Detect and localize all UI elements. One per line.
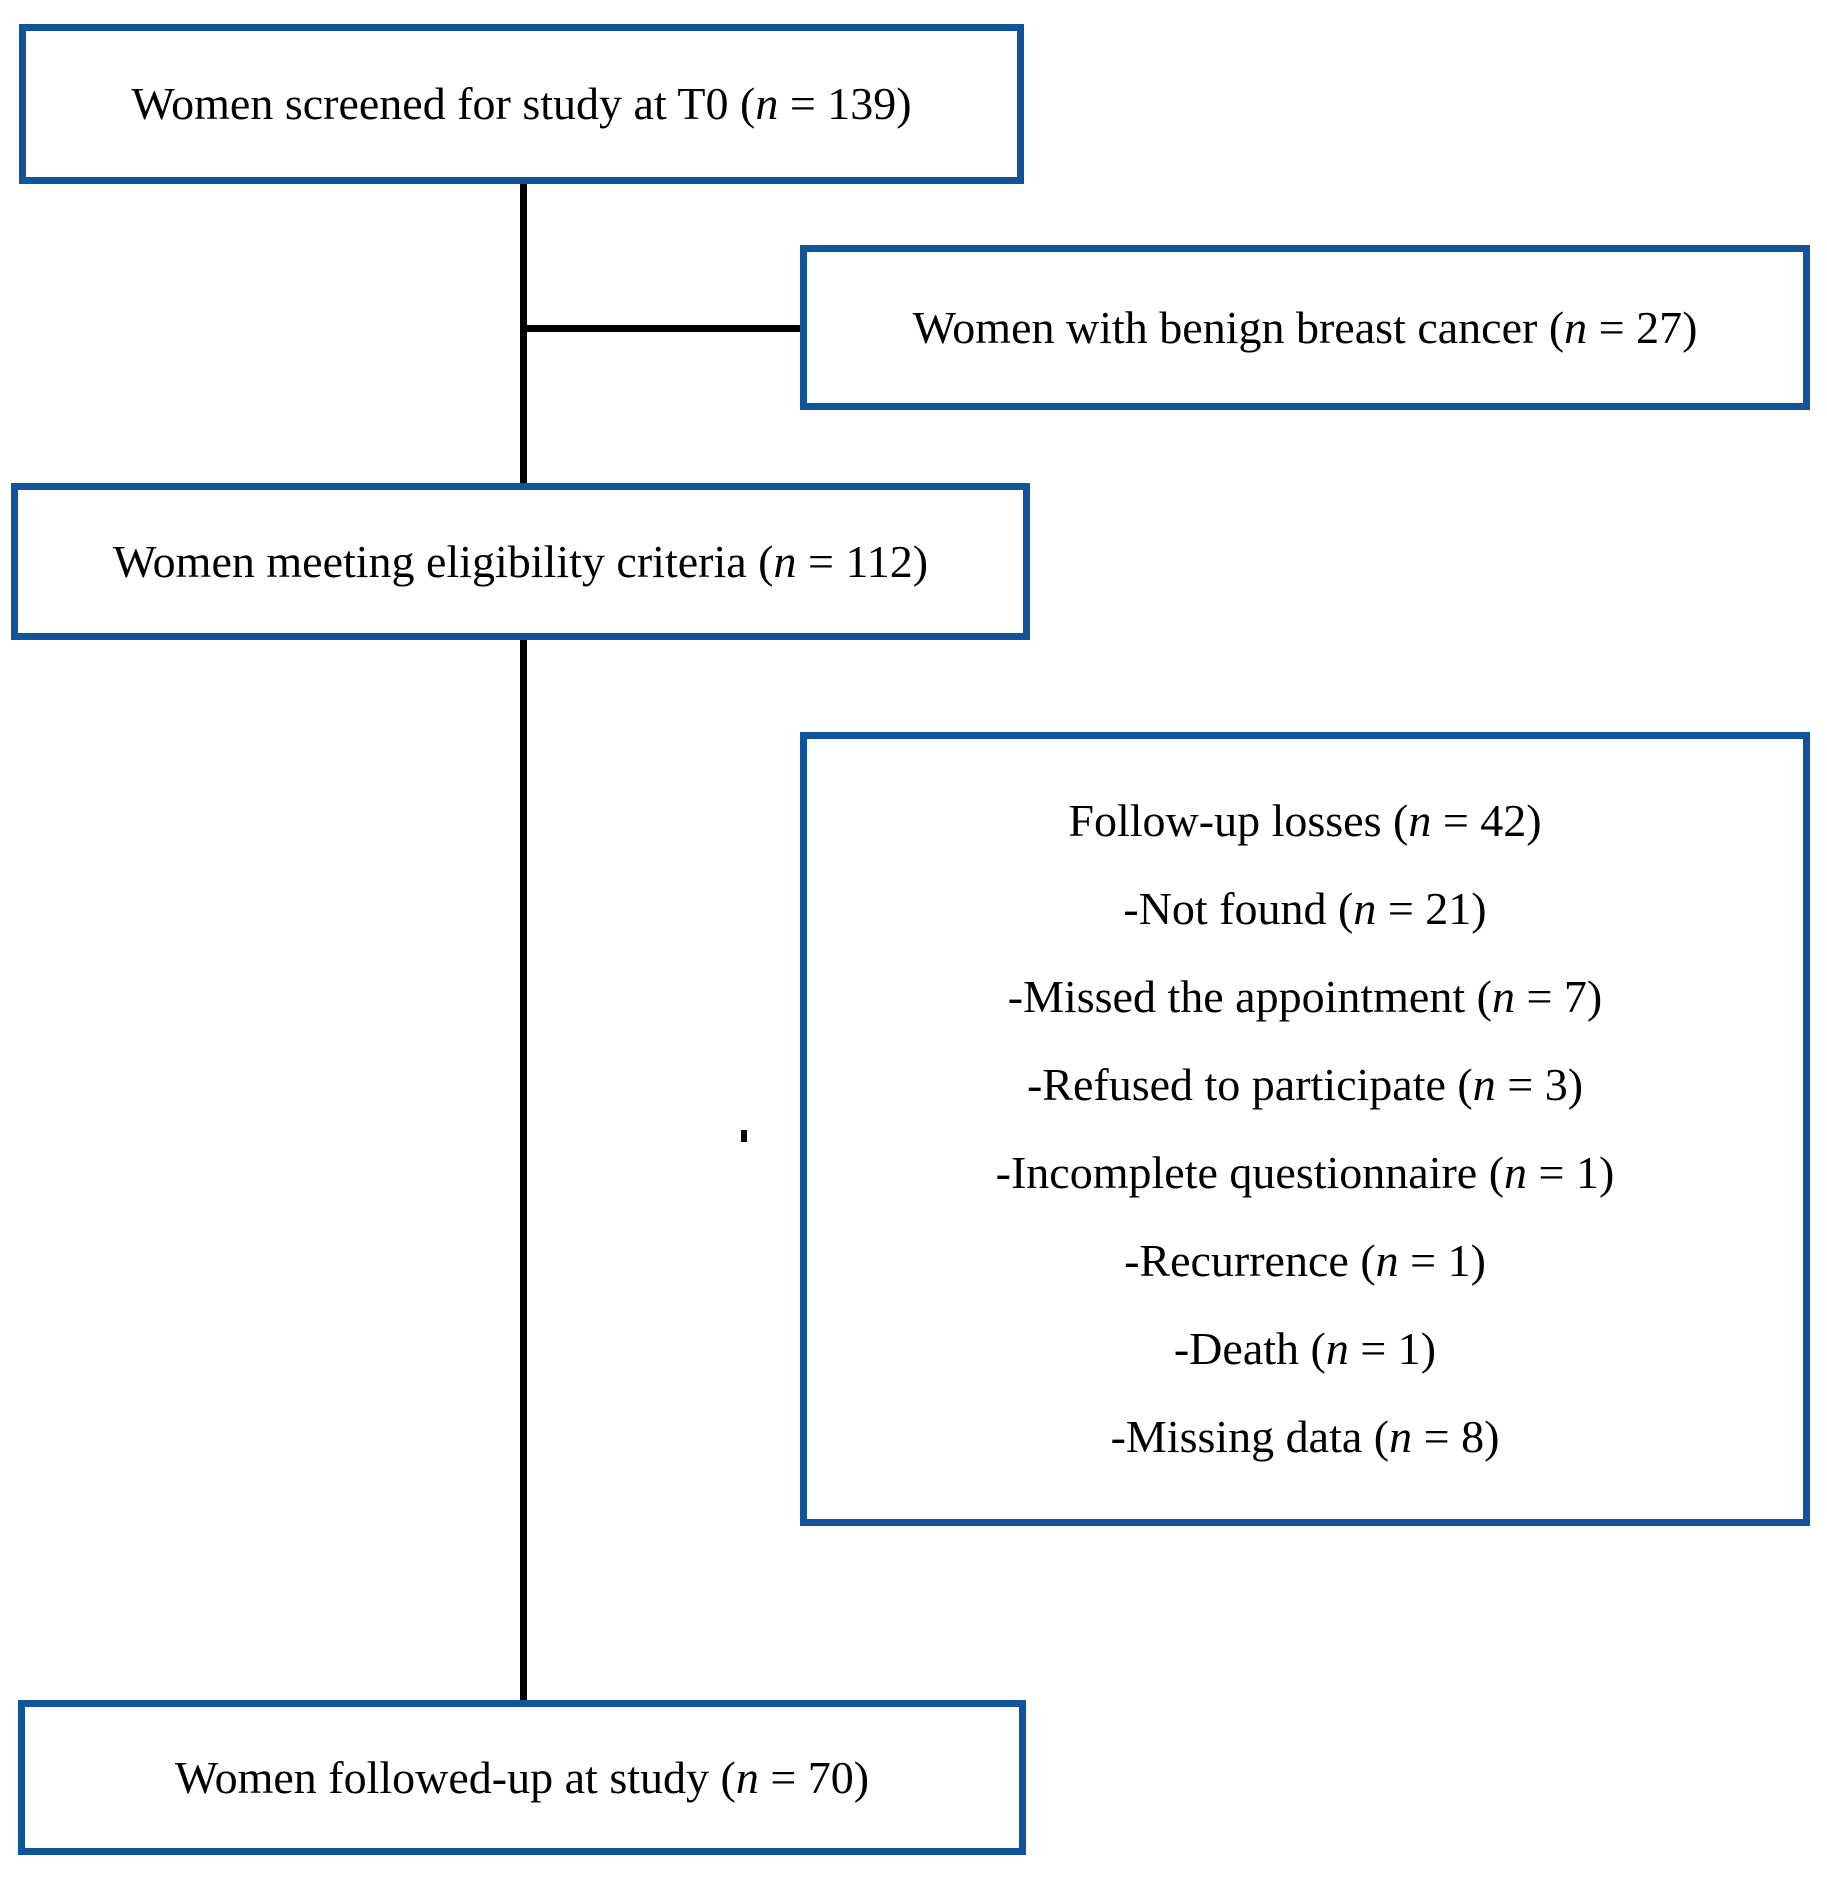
n-value: 7 <box>1563 971 1587 1022</box>
n-symbol: n <box>1375 1235 1399 1286</box>
n-symbol: n <box>1472 1059 1496 1110</box>
connector-eligible-to-followed <box>520 639 527 1702</box>
n-value: 1 <box>1576 1147 1599 1198</box>
n-symbol: n <box>1325 1323 1349 1374</box>
box-women-screened-label: Women screened for study at T0 (n = 139) <box>131 78 912 130</box>
n-value: 112 <box>845 535 913 587</box>
n-symbol: n <box>1564 301 1588 353</box>
n-symbol: n <box>755 78 779 130</box>
box-eligibility-label: Women meeting eligibility criteria (n = … <box>112 535 929 587</box>
box-eligibility-criteria: Women meeting eligibility criteria (n = … <box>11 483 1030 640</box>
n-value: 42 <box>1480 795 1527 846</box>
n-symbol: n <box>1504 1147 1528 1198</box>
n-symbol: n <box>773 535 797 587</box>
ink-speck-artifact <box>741 1130 747 1142</box>
box-women-screened: Women screened for study at T0 (n = 139) <box>19 24 1024 184</box>
n-symbol: n <box>1389 1411 1413 1462</box>
connector-branch-to-benign <box>520 325 803 332</box>
losses-item-death: -Death (n = 1) <box>1173 1323 1437 1374</box>
n-value: 70 <box>807 1751 854 1803</box>
connector-screened-to-eligible <box>520 184 527 484</box>
n-value: 3 <box>1544 1059 1568 1110</box>
losses-title: Follow-up losses (n = 42) <box>1068 795 1542 846</box>
n-value: 139 <box>827 78 897 130</box>
n-symbol: n <box>735 1751 759 1803</box>
losses-item-refused: -Refused to participate (n = 3) <box>1026 1059 1584 1110</box>
losses-item-missing-data: -Missing data (n = 8) <box>1110 1411 1500 1462</box>
n-value: 1 <box>1397 1323 1421 1374</box>
n-symbol: n <box>1408 795 1432 846</box>
n-value: 8 <box>1461 1411 1485 1462</box>
box-benign-label: Women with benign breast cancer (n = 27) <box>912 301 1698 353</box>
box-follow-up-losses: Follow-up losses (n = 42) -Not found (n … <box>800 732 1810 1526</box>
box-followed-label: Women followed-up at study (n = 70) <box>174 1751 870 1803</box>
n-symbol: n <box>1491 971 1515 1022</box>
n-value: 27 <box>1636 301 1683 353</box>
n-value: 21 <box>1425 883 1472 934</box>
losses-item-incomplete-questionnaire: -Incomplete questionnaire (n = 1) <box>995 1147 1615 1198</box>
box-women-followed-up: Women followed-up at study (n = 70) <box>18 1700 1026 1855</box>
n-symbol: n <box>1353 883 1377 934</box>
n-value: 1 <box>1447 1235 1471 1286</box>
losses-item-recurrence: -Recurrence (n = 1) <box>1124 1235 1486 1286</box>
box-benign-breast-cancer: Women with benign breast cancer (n = 27) <box>800 245 1810 410</box>
losses-item-not-found: -Not found (n = 21) <box>1123 883 1487 934</box>
losses-item-missed-appointment: -Missed the appointment (n = 7) <box>1007 971 1603 1022</box>
